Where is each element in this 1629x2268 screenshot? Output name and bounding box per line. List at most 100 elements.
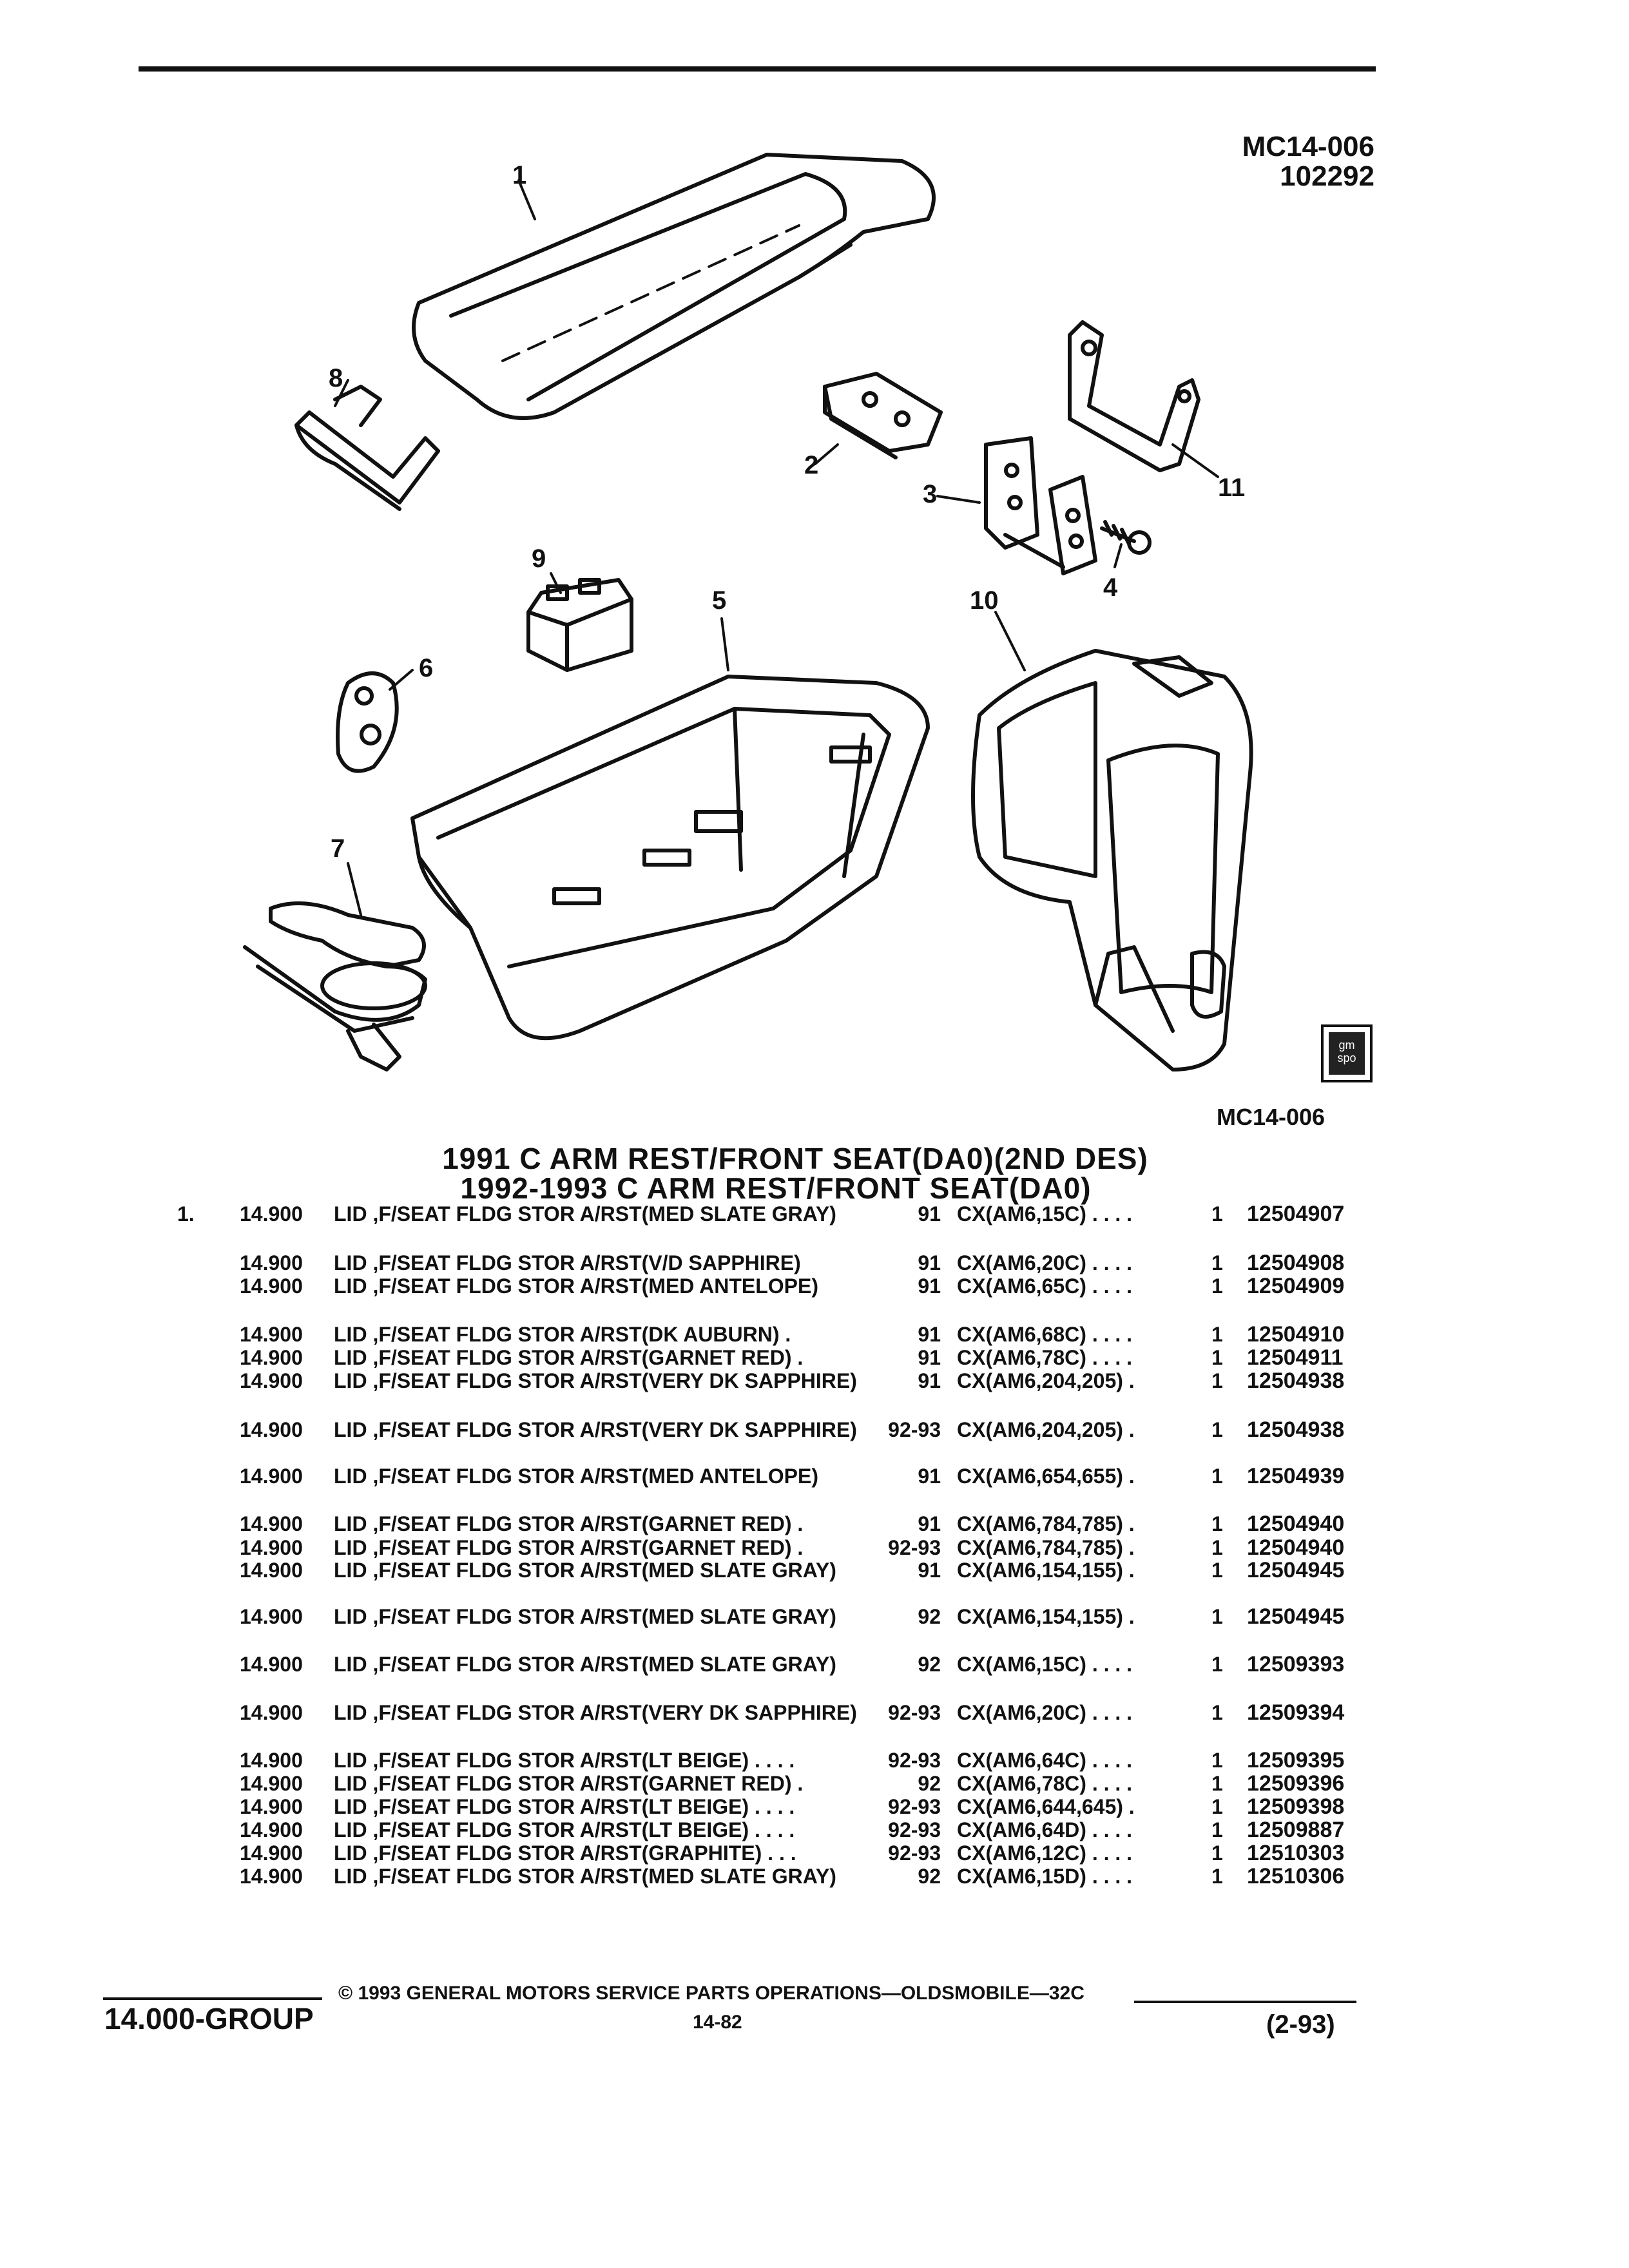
model-year: 91 <box>918 1346 941 1369</box>
group-number: 14.900 <box>240 1536 303 1559</box>
callout-3: 3 <box>923 480 937 508</box>
callout-9: 9 <box>532 544 546 573</box>
part-description: LID ,F/SEAT FLDG STOR A/RST(MED SLATE GR… <box>334 1605 836 1628</box>
group-number: 14.900 <box>240 1559 303 1582</box>
footer-rule-right <box>1134 2001 1356 2003</box>
model-year: 91 <box>918 1559 941 1582</box>
application: CX(AM6,154,155) . <box>957 1559 1135 1582</box>
item-number: 1. <box>177 1202 195 1225</box>
application: CX(AM6,68C) . . . . <box>957 1323 1133 1346</box>
group-number: 14.900 <box>240 1841 303 1865</box>
model-year: 92-93 <box>888 1418 941 1441</box>
model-year: 91 <box>918 1512 941 1535</box>
quantity: 1 <box>1211 1841 1223 1865</box>
group-number: 14.900 <box>240 1865 303 1888</box>
exploded-parts-diagram: 1 2 3 4 5 6 7 8 9 10 11 <box>243 153 1253 1072</box>
quantity: 1 <box>1211 1512 1223 1535</box>
application: CX(AM6,154,155) . <box>957 1605 1135 1628</box>
part-description: LID ,F/SEAT FLDG STOR A/RST(GARNET RED) … <box>334 1346 804 1369</box>
part-description: LID ,F/SEAT FLDG STOR A/RST(GARNET RED) … <box>334 1536 804 1559</box>
model-year: 92 <box>918 1772 941 1795</box>
illustration-reference: MC14-006 102292 <box>1242 132 1374 191</box>
part-support-11 <box>1068 320 1200 472</box>
part-number: 12504945 <box>1247 1604 1345 1629</box>
part-hinge-2 <box>823 372 943 459</box>
callout-8: 8 <box>329 364 343 392</box>
quantity: 1 <box>1211 1202 1223 1225</box>
part-description: LID ,F/SEAT FLDG STOR A/RST(MED SLATE GR… <box>334 1653 836 1676</box>
model-year: 92-93 <box>888 1701 941 1724</box>
part-number: 12504910 <box>1247 1322 1345 1347</box>
part-description: LID ,F/SEAT FLDG STOR A/RST(LT BEIGE) . … <box>334 1795 795 1818</box>
group-number: 14.900 <box>240 1465 303 1488</box>
quantity: 1 <box>1211 1418 1223 1441</box>
model-year: 92-93 <box>888 1749 941 1772</box>
model-year: 92 <box>918 1865 941 1888</box>
model-year: 91 <box>918 1369 941 1392</box>
part-description: LID ,F/SEAT FLDG STOR A/RST(V/D SAPPHIRE… <box>334 1251 801 1274</box>
copyright-notice: © 1993 GENERAL MOTORS SERVICE PARTS OPER… <box>338 1983 1084 2004</box>
application: CX(AM6,15C) . . . . <box>957 1202 1133 1225</box>
quantity: 1 <box>1211 1749 1223 1772</box>
group-number: 14.900 <box>240 1605 303 1628</box>
part-number: 12504945 <box>1247 1558 1345 1582</box>
callout-10: 10 <box>970 586 999 615</box>
group-number: 14.900 <box>240 1418 303 1441</box>
part-description: LID ,F/SEAT FLDG STOR A/RST(LT BEIGE) . … <box>334 1818 795 1841</box>
quantity: 1 <box>1211 1465 1223 1488</box>
application: CX(AM6,64C) . . . . <box>957 1749 1133 1772</box>
part-number: 12504911 <box>1247 1345 1344 1370</box>
model-year: 92-93 <box>888 1841 941 1865</box>
part-description: LID ,F/SEAT FLDG STOR A/RST(MED SLATE GR… <box>334 1865 836 1888</box>
revision-date: (2-93) <box>1266 2010 1335 2039</box>
part-cam-6 <box>336 671 399 773</box>
application: CX(AM6,644,645) . <box>957 1795 1135 1818</box>
application: CX(AM6,15D) . . . . <box>957 1865 1133 1888</box>
quantity: 1 <box>1211 1559 1223 1582</box>
callout-5: 5 <box>712 586 726 615</box>
part-number: 12509394 <box>1247 1700 1345 1725</box>
illustration-number: 102292 <box>1280 160 1374 192</box>
diagram-caption: MC14-006 <box>1217 1104 1325 1130</box>
group-label: 14.000-GROUP <box>104 2002 314 2035</box>
part-number: 12504908 <box>1247 1251 1345 1275</box>
quantity: 1 <box>1211 1865 1223 1888</box>
part-number: 12509398 <box>1247 1794 1345 1819</box>
callout-leaders <box>334 179 1219 916</box>
quantity: 1 <box>1211 1772 1223 1795</box>
callout-7: 7 <box>331 834 345 863</box>
quantity: 1 <box>1211 1653 1223 1676</box>
part-number: 12509396 <box>1247 1771 1345 1796</box>
callout-2: 2 <box>804 451 818 479</box>
part-number: 12504939 <box>1247 1464 1345 1488</box>
model-year: 92-93 <box>888 1536 941 1559</box>
part-description: LID ,F/SEAT FLDG STOR A/RST(MED SLATE GR… <box>334 1202 836 1225</box>
part-bracket-8 <box>294 385 440 511</box>
group-number: 14.900 <box>240 1653 303 1676</box>
part-number: 12504940 <box>1247 1535 1345 1560</box>
application: CX(AM6,654,655) . <box>957 1465 1135 1488</box>
part-latch-3 <box>984 436 1097 575</box>
group-number: 14.900 <box>240 1512 303 1535</box>
application: CX(AM6,204,205) . <box>957 1418 1135 1441</box>
group-number: 14.900 <box>240 1369 303 1392</box>
model-year: 91 <box>918 1323 941 1346</box>
part-number: 12509393 <box>1247 1652 1345 1677</box>
section-titles: 1991 C ARM REST/FRONT SEAT(DA0)(2ND DES)… <box>0 1144 1629 1203</box>
application: CX(AM6,20C) . . . . <box>957 1251 1133 1274</box>
part-description: LID ,F/SEAT FLDG STOR A/RST(DK AUBURN) . <box>334 1323 791 1346</box>
part-description: LID ,F/SEAT FLDG STOR A/RST(VERY DK SAPP… <box>334 1418 857 1441</box>
callout-1: 1 <box>512 161 526 189</box>
part-description: LID ,F/SEAT FLDG STOR A/RST(VERY DK SAPP… <box>334 1369 857 1392</box>
part-latch-9 <box>526 578 633 672</box>
part-description: LID ,F/SEAT FLDG STOR A/RST(LT BEIGE) . … <box>334 1749 795 1772</box>
group-number: 14.900 <box>240 1701 303 1724</box>
callout-4: 4 <box>1103 573 1118 602</box>
application: CX(AM6,15C) . . . . <box>957 1653 1133 1676</box>
part-description: LID ,F/SEAT FLDG STOR A/RST(GARNET RED) … <box>334 1772 804 1795</box>
model-year: 91 <box>918 1465 941 1488</box>
illustration-code: MC14-006 <box>1242 131 1374 162</box>
quantity: 1 <box>1211 1323 1223 1346</box>
model-year: 92 <box>918 1653 941 1676</box>
quantity: 1 <box>1211 1346 1223 1369</box>
